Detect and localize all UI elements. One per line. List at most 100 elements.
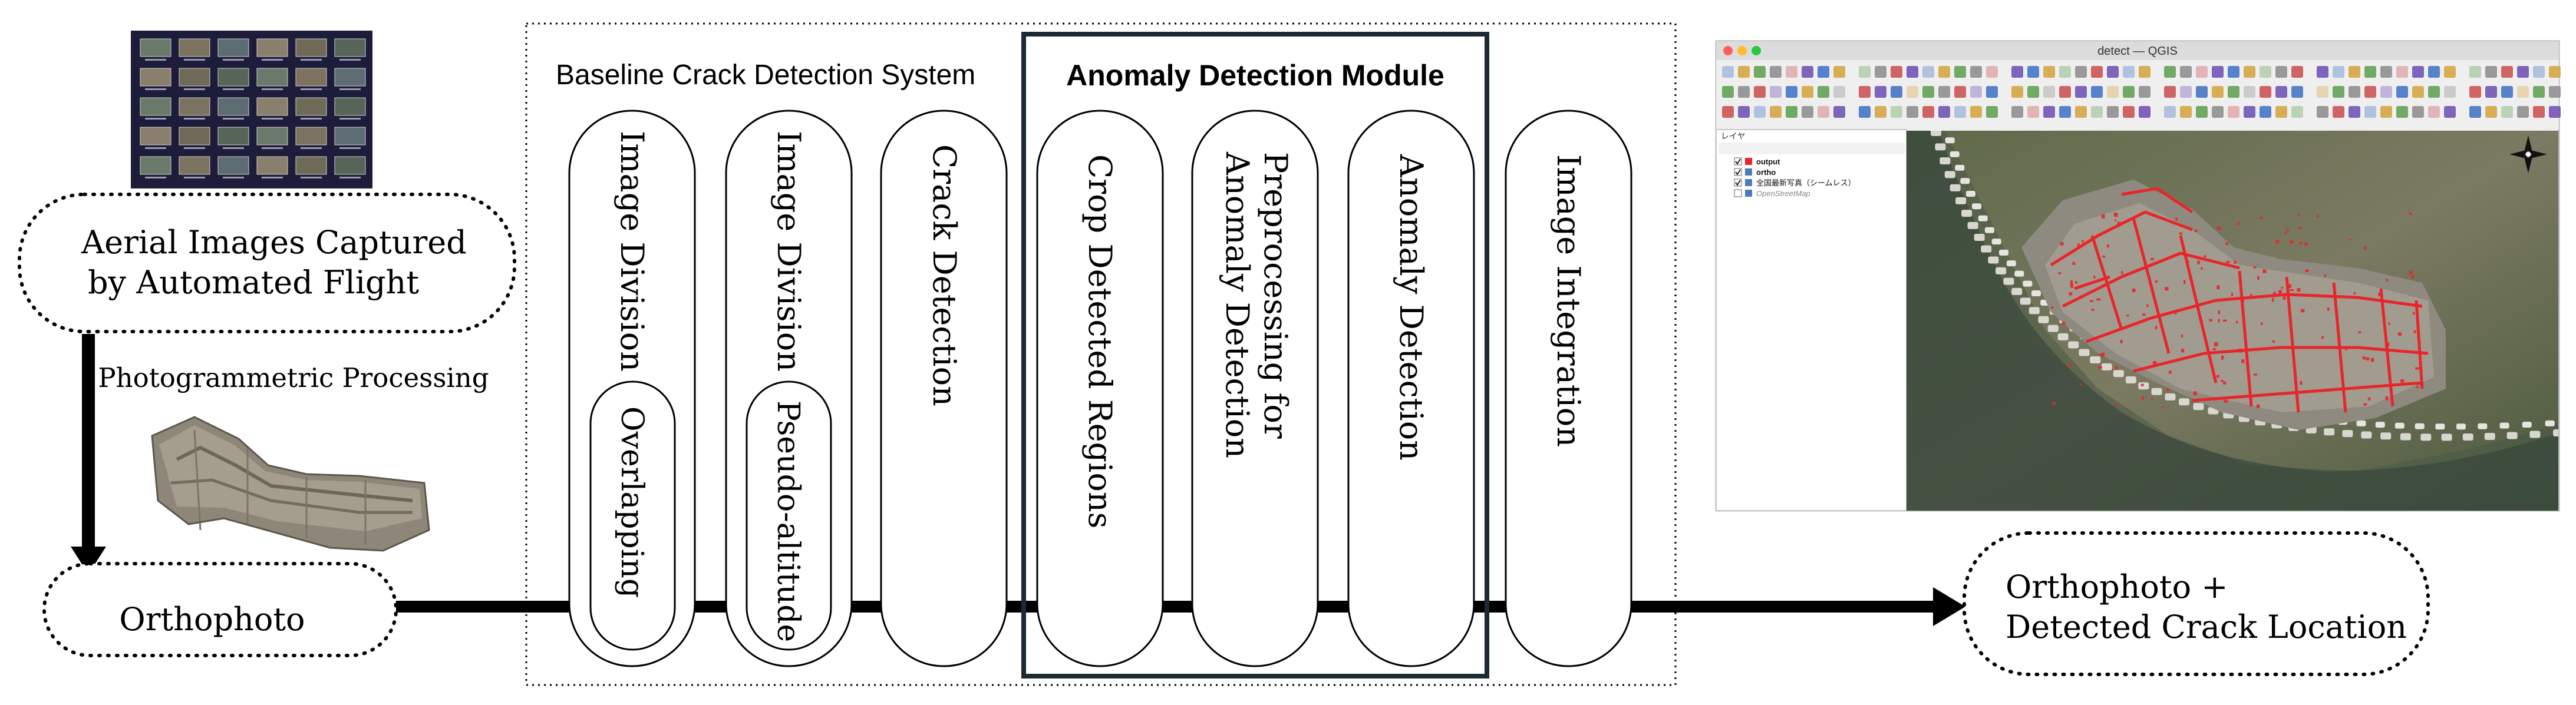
toolbar-button-icon[interactable] (2180, 86, 2192, 98)
toolbar-button-icon[interactable] (2485, 86, 2497, 98)
qgis-layer-row[interactable]: OpenStreetMap (1734, 189, 1810, 198)
toolbar-button-icon[interactable] (2043, 106, 2055, 118)
toolbar-button-icon[interactable] (2380, 106, 2392, 118)
toolbar-button-icon[interactable] (2291, 86, 2303, 98)
toolbar-button-icon[interactable] (1891, 106, 1902, 118)
toolbar-button-icon[interactable] (2027, 86, 2039, 98)
toolbar-button-icon[interactable] (2428, 106, 2440, 118)
toolbar-button-icon[interactable] (2317, 66, 2328, 78)
toolbar-button-icon[interactable] (2501, 106, 2513, 118)
toolbar-button-icon[interactable] (2228, 106, 2239, 118)
qgis-layer-row[interactable]: output (1734, 157, 1780, 166)
toolbar-button-icon[interactable] (1938, 86, 1950, 98)
toolbar-button-icon[interactable] (2139, 86, 2150, 98)
toolbar-button-icon[interactable] (2501, 66, 2513, 78)
toolbar-button-icon[interactable] (2107, 106, 2119, 118)
toolbar-button-icon[interactable] (2275, 86, 2287, 98)
toolbar-button-icon[interactable] (1754, 66, 1766, 78)
toolbar-button-icon[interactable] (2396, 106, 2408, 118)
toolbar-button-icon[interactable] (2549, 66, 2561, 78)
maximize-icon[interactable] (1752, 46, 1761, 55)
toolbar-button-icon[interactable] (2011, 106, 2023, 118)
minimize-icon[interactable] (1737, 46, 1747, 55)
toolbar-button-icon[interactable] (2059, 86, 2071, 98)
toolbar-button-icon[interactable] (1954, 106, 1966, 118)
toolbar-button-icon[interactable] (2291, 66, 2303, 78)
toolbar-button-icon[interactable] (2412, 66, 2424, 78)
toolbar-button-icon[interactable] (2549, 86, 2561, 98)
toolbar-button-icon[interactable] (2011, 86, 2023, 98)
layer-visibility-checkbox[interactable] (1734, 189, 1742, 197)
toolbar-button-icon[interactable] (1770, 66, 1782, 78)
toolbar-button-icon[interactable] (2380, 86, 2392, 98)
qgis-toolbar-icons[interactable] (1722, 66, 2561, 118)
toolbar-button-icon[interactable] (1875, 66, 1886, 78)
toolbar-button-icon[interactable] (1986, 106, 1998, 118)
toolbar-button-icon[interactable] (1818, 86, 1829, 98)
toolbar-button-icon[interactable] (1922, 86, 1934, 98)
toolbar-button-icon[interactable] (2364, 106, 2376, 118)
toolbar-button-icon[interactable] (1802, 106, 1813, 118)
toolbar-button-icon[interactable] (1786, 66, 1797, 78)
qgis-layer-row[interactable]: ortho (1734, 168, 1776, 177)
toolbar-button-icon[interactable] (2549, 106, 2561, 118)
toolbar-button-icon[interactable] (2228, 66, 2239, 78)
toolbar-button-icon[interactable] (2412, 86, 2424, 98)
toolbar-button-icon[interactable] (2091, 66, 2103, 78)
toolbar-button-icon[interactable] (2059, 66, 2071, 78)
toolbar-button-icon[interactable] (1907, 86, 1918, 98)
toolbar-button-icon[interactable] (2260, 66, 2271, 78)
toolbar-button-icon[interactable] (1938, 66, 1950, 78)
toolbar-button-icon[interactable] (1738, 86, 1750, 98)
qgis-layer-row[interactable]: 全国最新写真（シームレス） (1734, 178, 1856, 187)
toolbar-button-icon[interactable] (1922, 106, 1934, 118)
toolbar-button-icon[interactable] (2212, 66, 2224, 78)
toolbar-button-icon[interactable] (2043, 66, 2055, 78)
toolbar-button-icon[interactable] (1938, 106, 1950, 118)
toolbar-button-icon[interactable] (2139, 106, 2150, 118)
toolbar-button-icon[interactable] (2412, 106, 2424, 118)
toolbar-button-icon[interactable] (2244, 106, 2255, 118)
toolbar-button-icon[interactable] (1954, 66, 1966, 78)
toolbar-button-icon[interactable] (1891, 66, 1902, 78)
toolbar-button-icon[interactable] (2517, 106, 2529, 118)
toolbar-button-icon[interactable] (2517, 66, 2529, 78)
toolbar-button-icon[interactable] (1859, 66, 1871, 78)
toolbar-button-icon[interactable] (2260, 86, 2271, 98)
toolbar-button-icon[interactable] (1722, 106, 1734, 118)
toolbar-button-icon[interactable] (2444, 106, 2456, 118)
toolbar-button-icon[interactable] (1891, 86, 1902, 98)
toolbar-button-icon[interactable] (2196, 66, 2208, 78)
toolbar-button-icon[interactable] (2196, 86, 2208, 98)
toolbar-button-icon[interactable] (2364, 86, 2376, 98)
toolbar-button-icon[interactable] (2501, 86, 2513, 98)
toolbar-button-icon[interactable] (2317, 86, 2328, 98)
toolbar-button-icon[interactable] (2469, 86, 2481, 98)
toolbar-button-icon[interactable] (2275, 66, 2287, 78)
toolbar-button-icon[interactable] (2349, 106, 2360, 118)
toolbar-button-icon[interactable] (2333, 86, 2344, 98)
toolbar-button-icon[interactable] (2043, 86, 2055, 98)
toolbar-button-icon[interactable] (2059, 106, 2071, 118)
toolbar-button-icon[interactable] (2164, 66, 2176, 78)
toolbar-button-icon[interactable] (1954, 86, 1966, 98)
toolbar-button-icon[interactable] (1833, 106, 1845, 118)
toolbar-button-icon[interactable] (2091, 86, 2103, 98)
toolbar-button-icon[interactable] (2260, 106, 2271, 118)
toolbar-button-icon[interactable] (2123, 66, 2135, 78)
toolbar-button-icon[interactable] (2428, 86, 2440, 98)
toolbar-button-icon[interactable] (2244, 66, 2255, 78)
toolbar-button-icon[interactable] (1818, 106, 1829, 118)
toolbar-button-icon[interactable] (1786, 86, 1797, 98)
toolbar-button-icon[interactable] (2533, 86, 2545, 98)
toolbar-button-icon[interactable] (2123, 86, 2135, 98)
qgis-map-canvas[interactable] (1907, 123, 2571, 511)
toolbar-button-icon[interactable] (2027, 66, 2039, 78)
toolbar-button-icon[interactable] (2349, 86, 2360, 98)
toolbar-button-icon[interactable] (2364, 66, 2376, 78)
toolbar-button-icon[interactable] (2107, 86, 2119, 98)
toolbar-button-icon[interactable] (2469, 66, 2481, 78)
toolbar-button-icon[interactable] (2317, 106, 2328, 118)
toolbar-button-icon[interactable] (2444, 66, 2456, 78)
toolbar-button-icon[interactable] (2444, 86, 2456, 98)
